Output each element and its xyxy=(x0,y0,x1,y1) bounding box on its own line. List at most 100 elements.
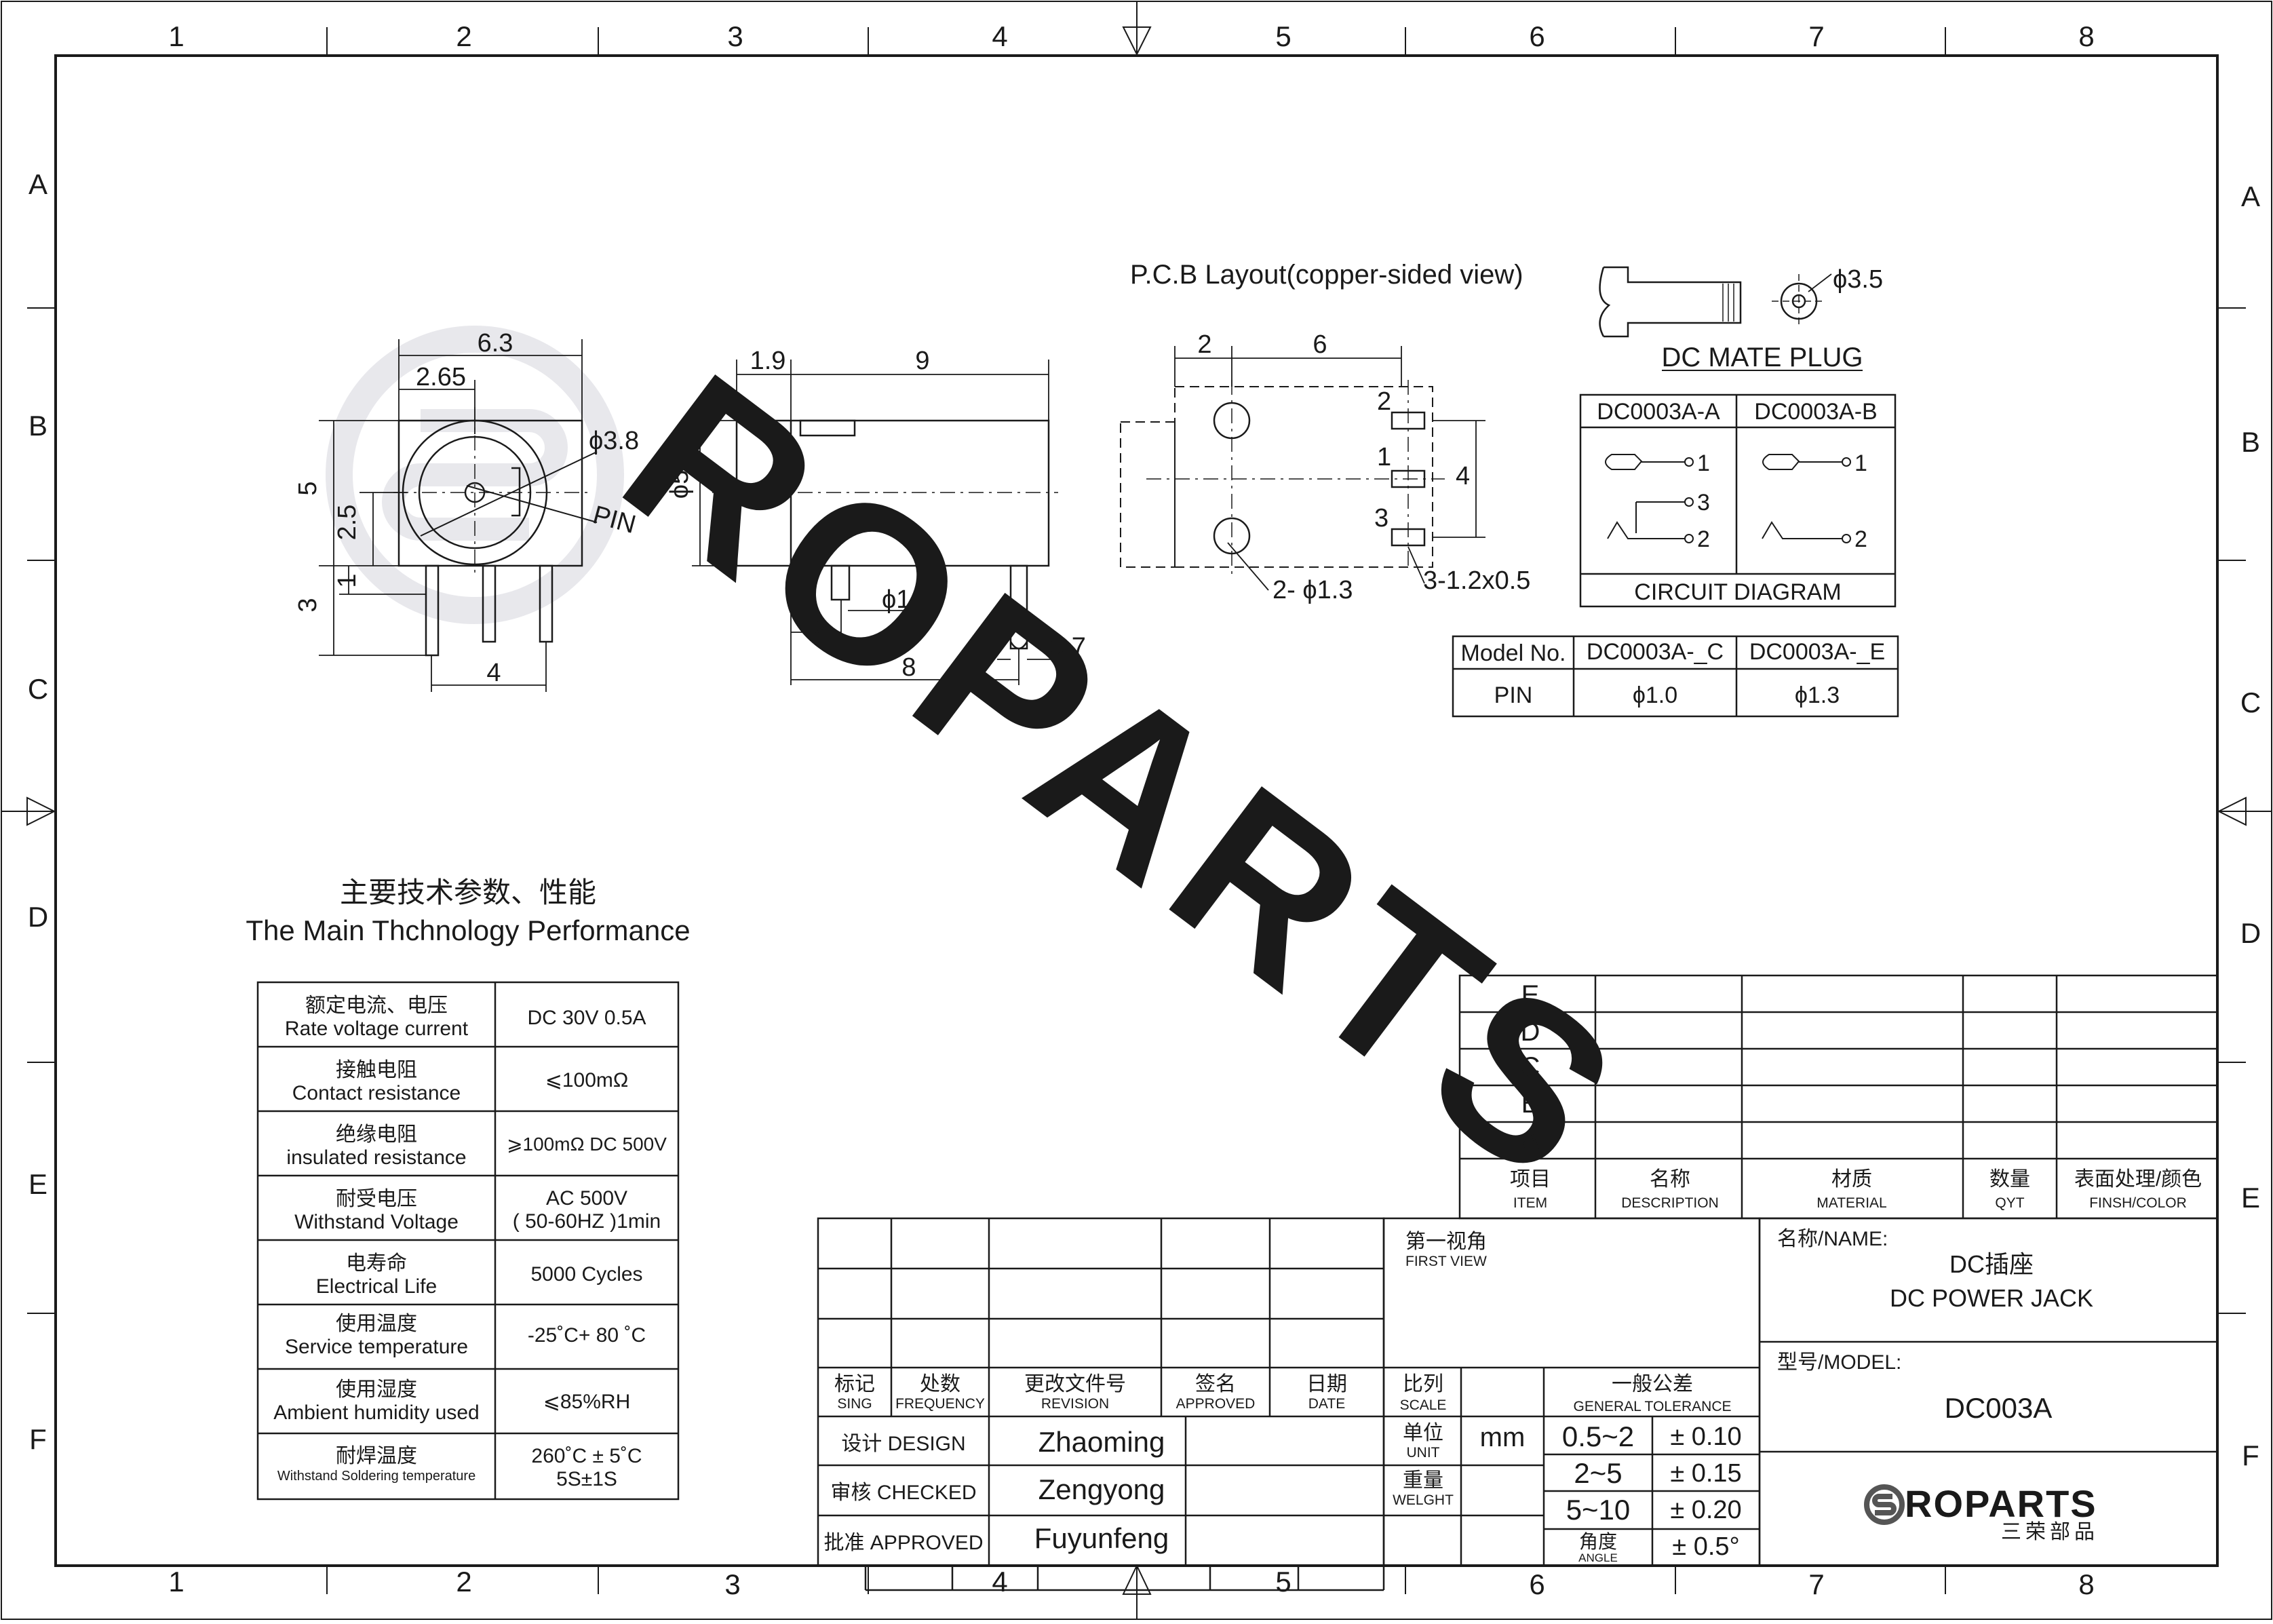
perf-value: 260˚C ± 5˚C xyxy=(531,1445,642,1467)
dim-width: 6.3 xyxy=(478,329,513,357)
col-label-bottom: 1 xyxy=(168,1566,184,1598)
dim-pin-span: 4 xyxy=(486,659,501,687)
pcb-pin-label: 3 xyxy=(1374,504,1388,533)
rev-header-cn: 签名 xyxy=(1195,1373,1236,1395)
bom-header-cn: 项目 xyxy=(1510,1168,1551,1191)
perf-value: ⩾100mΩ DC 500V xyxy=(507,1134,667,1155)
dim-tail-width: 0.7 xyxy=(1050,633,1086,661)
rev-header-cn: 处数 xyxy=(920,1373,960,1395)
perf-en: Ambient humidity used xyxy=(273,1401,480,1424)
plug-diameter: ϕ3.5 xyxy=(1833,265,1883,294)
col-label-top: 6 xyxy=(1529,20,1545,52)
plug-body xyxy=(1604,266,1742,338)
row-label-right: D xyxy=(2240,917,2261,949)
perf-en: Rate voltage current xyxy=(285,1018,469,1040)
model-table xyxy=(1452,635,1899,718)
tolerance-range: 2~5 xyxy=(1574,1457,1622,1489)
circuit-pin: 1 xyxy=(1854,450,1867,476)
pcb-pin-label: 2 xyxy=(1377,387,1391,416)
model-header: DC0003A-_C xyxy=(1587,639,1724,665)
rev-header-cn: 日期 xyxy=(1306,1373,1347,1395)
performance-row: 额定电流、电压 Rate voltage current DC 30V 0.5A xyxy=(285,994,646,1040)
row-label-right: A xyxy=(2241,180,2260,212)
perf-value: AC 500V xyxy=(546,1187,627,1210)
dim-hole-diameter: ϕ3.8 xyxy=(589,427,639,455)
product-name-en: DC POWER JACK xyxy=(1890,1284,2093,1312)
model-header: DC0003A-_E xyxy=(1749,639,1885,665)
performance-row: 使用温度 Service temperature -25˚C+ 80 ˚C xyxy=(285,1313,646,1358)
angle-en: ANGLE xyxy=(1578,1551,1618,1564)
perf-cn: 接触电阻 xyxy=(336,1059,417,1081)
signoff-name: Fuyunfeng xyxy=(1034,1522,1169,1554)
perf-cn: 耐受电压 xyxy=(336,1188,417,1210)
pcb-dim-b: 6 xyxy=(1313,330,1327,359)
pcb-dim-a: 2 xyxy=(1197,330,1211,359)
brand-logo: ROPARTS 三荣部品 xyxy=(1864,1482,2099,1543)
bom-row-label: C xyxy=(1521,1052,1540,1082)
col-label-bottom: 4 xyxy=(992,1566,1007,1598)
perf-en: Withstand Soldering temperature xyxy=(277,1469,475,1484)
rev-header-cn: 更改文件号 xyxy=(1024,1373,1126,1395)
side-body xyxy=(735,419,1050,567)
bom-row-label: D xyxy=(1521,1017,1540,1047)
signoff-role: 批准 APPROVED xyxy=(823,1532,983,1554)
row-label-right: C xyxy=(2240,687,2261,718)
pcb-layout xyxy=(1120,346,1485,591)
circuit-box xyxy=(1579,393,1897,608)
front-view-labels: 6.3 2.65 ϕ3.8 PIN 5 2.5 1 3 4 xyxy=(294,329,639,687)
plug-break-line xyxy=(1599,267,1611,337)
name-label: 名称/NAME: xyxy=(1777,1228,1888,1250)
bom-header-cn: 材质 xyxy=(1831,1168,1872,1191)
bom-row-labels: E D C B A xyxy=(1521,980,1540,1155)
unit-cn: 单位 xyxy=(1403,1422,1443,1444)
bom-header-en: QYT xyxy=(1995,1195,2024,1211)
dim-flange: 1.9 xyxy=(750,347,786,375)
col-label-bottom: 3 xyxy=(724,1568,740,1600)
col-label-bottom: 2 xyxy=(456,1566,471,1598)
angle-cn: 角度 xyxy=(1579,1531,1617,1552)
pcb-pin-label: 1 xyxy=(1377,443,1391,471)
side-notch xyxy=(799,419,856,437)
perf-value-2: 5S±1S xyxy=(556,1468,617,1490)
front-pin xyxy=(482,564,497,643)
perf-value: ⩽100mΩ xyxy=(545,1069,629,1091)
perf-value: ⩽85%RH xyxy=(543,1391,631,1413)
frame-labels: 1 2 3 4 5 6 7 8 1 2 3 4 5 6 7 8 A B C D … xyxy=(28,20,2261,1600)
dim-offset: 2.65 xyxy=(416,363,466,391)
brand-cn: 三荣部品 xyxy=(2001,1521,2099,1543)
col-label-top: 8 xyxy=(2078,20,2094,52)
bom-header-en: FINSH/COLOR xyxy=(2089,1195,2187,1211)
signoff-name: Zengyong xyxy=(1038,1473,1165,1505)
performance-title-cn: 主要技术参数、性能 xyxy=(340,876,596,908)
model-cell: ϕ1.0 xyxy=(1633,682,1677,708)
col-label-bottom: 7 xyxy=(1808,1568,1824,1600)
weight-en: WELGHT xyxy=(1393,1492,1454,1508)
dim-height: 5 xyxy=(294,481,322,495)
tolerance-range: 0.5~2 xyxy=(1562,1420,1634,1452)
rev-header-en: REVISION xyxy=(1041,1396,1109,1412)
dim-tail-offset: 8 xyxy=(901,653,916,682)
perf-value: DC 30V 0.5A xyxy=(527,1007,646,1029)
pcb-outline-ext xyxy=(1120,421,1176,568)
scale-cn: 比列 xyxy=(1403,1373,1443,1395)
pcb-dim-h: 4 xyxy=(1456,462,1470,490)
bom-header-en: MATERIAL xyxy=(1817,1195,1886,1211)
col-label-top: 7 xyxy=(1808,20,1824,52)
rev-header-en: FREQUENCY xyxy=(895,1396,985,1412)
col-label-top: 3 xyxy=(727,20,743,52)
model-header: Model No. xyxy=(1461,640,1566,666)
dim-center: 2.5 xyxy=(333,505,362,541)
row-label-left: D xyxy=(28,901,48,933)
perf-value: 5000 Cycles xyxy=(530,1263,642,1285)
circuit-labels: DC0003A-A DC0003A-B 1 3 2 1 2 CIRCUIT DI… xyxy=(1597,399,1877,605)
row-label-left: A xyxy=(28,168,47,200)
perf-en: insulated resistance xyxy=(286,1146,466,1169)
plug-title: DC MATE PLUG xyxy=(1661,343,1863,372)
tolerance-value: ± 0.10 xyxy=(1670,1423,1741,1451)
performance-title-en: The Main Thchnology Performance xyxy=(246,914,690,946)
col-label-top: 2 xyxy=(456,20,471,52)
model-label: 型号/MODEL: xyxy=(1777,1351,1901,1374)
col-label-bottom: 8 xyxy=(2078,1568,2094,1600)
perf-cn: 额定电流、电压 xyxy=(305,994,448,1017)
